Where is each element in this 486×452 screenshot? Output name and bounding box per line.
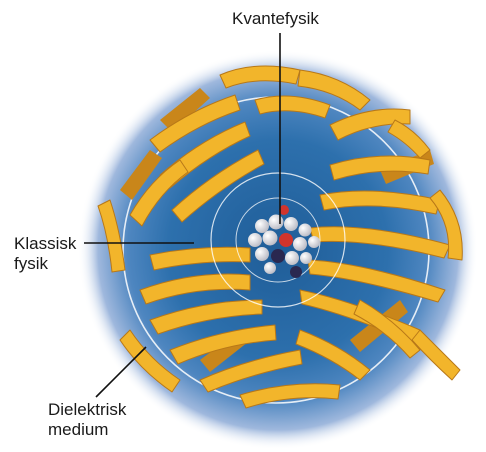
label-classical-line2: fysik [14,254,76,274]
label-quantum-physics: Kvantefysik [232,9,319,29]
label-dielectric-medium: Dielektrisk medium [48,400,126,440]
label-classical-line1: Klassisk [14,234,76,254]
label-dielectric-line2: medium [48,420,126,440]
label-dielectric-line1: Dielektrisk [48,400,126,420]
label-classical-physics: Klassisk fysik [14,234,76,274]
